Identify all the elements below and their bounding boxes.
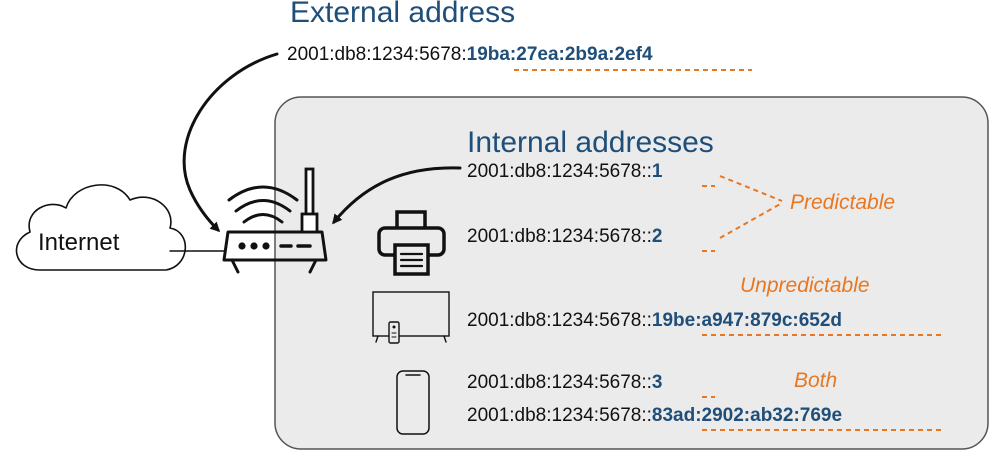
phone-address-2: 2001:db8:1234:5678::83ad:2902:ab32:769e — [467, 405, 842, 426]
external-address-title: External address — [290, 0, 515, 29]
printer-address-1: 2001:db8:1234:5678::1 — [467, 161, 663, 182]
cloud-icon — [15, 184, 187, 271]
internal-network-panel — [274, 96, 989, 450]
phone-address-1: 2001:db8:1234:5678::3 — [467, 372, 662, 393]
printer-icon — [377, 210, 446, 276]
unpredictable-note: Unpredictable — [740, 274, 870, 297]
external-to-router-arrow — [182, 52, 279, 233]
both-note: Both — [794, 369, 837, 392]
predictable-note: Predictable — [790, 191, 895, 214]
smartphone-icon — [396, 370, 430, 435]
external-address-suffix: 19ba:27ea:2b9a:2ef4 — [467, 44, 653, 65]
predictable-connector-bottom — [719, 202, 783, 239]
internal-to-router-arrow — [332, 166, 462, 225]
tv-icon — [372, 291, 450, 344]
external-address: 2001:db8:1234:5678:19ba:27ea:2b9a:2ef4 — [287, 44, 653, 65]
predictable-connector-top — [719, 175, 783, 202]
router-icon — [222, 167, 328, 274]
internal-addresses-title: Internal addresses — [467, 126, 714, 159]
printer-address-2: 2001:db8:1234:5678::2 — [467, 226, 662, 247]
tv-address: 2001:db8:1234:5678::19be:a947:879c:652d — [467, 310, 842, 331]
external-address-prefix: 2001:db8:1234:5678: — [287, 44, 467, 65]
internet-label: Internet — [38, 229, 120, 256]
